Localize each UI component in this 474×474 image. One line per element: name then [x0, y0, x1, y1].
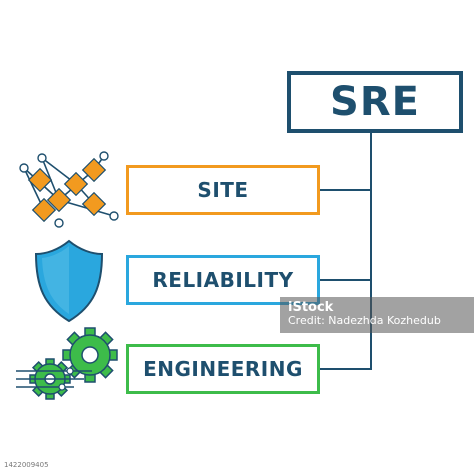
term-box-engineering: ENGINEERING	[126, 344, 320, 394]
shield-icon	[34, 239, 104, 323]
term-label-reliability: RELIABILITY	[152, 268, 294, 292]
term-box-reliability: RELIABILITY	[126, 255, 320, 305]
circuit-icon	[19, 151, 119, 228]
title-text: SRE	[330, 79, 420, 125]
term-box-site: SITE	[126, 165, 320, 215]
title-box: SRE	[287, 71, 463, 133]
gears-icon	[16, 327, 118, 400]
watermark-credit: Credit: Nadezhda Kozhedub	[288, 314, 441, 327]
term-label-site: SITE	[197, 178, 249, 202]
term-label-engineering: ENGINEERING	[143, 357, 303, 381]
stock-id: 1422009405	[4, 461, 49, 469]
watermark-brand: iStock	[288, 300, 334, 315]
istock-watermark: iStock Credit: Nadezhda Kozhedub	[280, 297, 474, 333]
